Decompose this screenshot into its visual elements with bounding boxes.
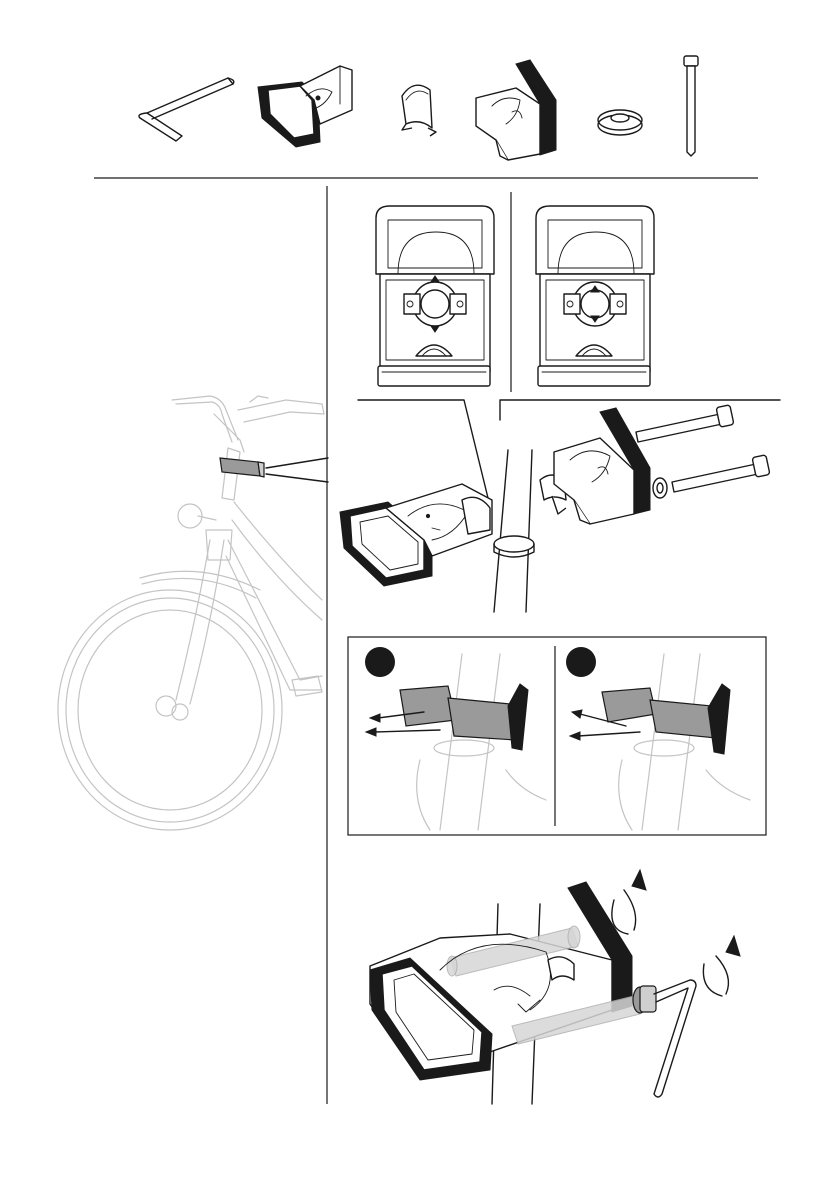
option-a-badge [365, 647, 395, 677]
orientation-view-left [376, 206, 494, 386]
allen-key-icon [139, 78, 234, 141]
bolt-upper [636, 405, 734, 442]
rear-clamp-icon [476, 60, 556, 160]
bike-overview-illustration [58, 396, 328, 830]
front-clamp-icon [258, 66, 352, 147]
bolt-lower [672, 455, 770, 492]
option-b-badge [566, 647, 596, 677]
rotation-arrow-lower [703, 936, 740, 996]
washer-icon [598, 110, 642, 135]
exploded-assembly-view [340, 405, 770, 612]
mount-highlight [220, 458, 260, 476]
bolt-icon [684, 56, 698, 156]
tightening-view [370, 870, 740, 1104]
angle-option-b-panel [566, 647, 750, 830]
orientation-view-right [536, 206, 654, 386]
angle-option-a-panel [365, 647, 546, 830]
clamp-insert-icon [402, 85, 436, 136]
angle-options-panel [348, 637, 766, 835]
rotation-arrow-upper [612, 870, 646, 934]
